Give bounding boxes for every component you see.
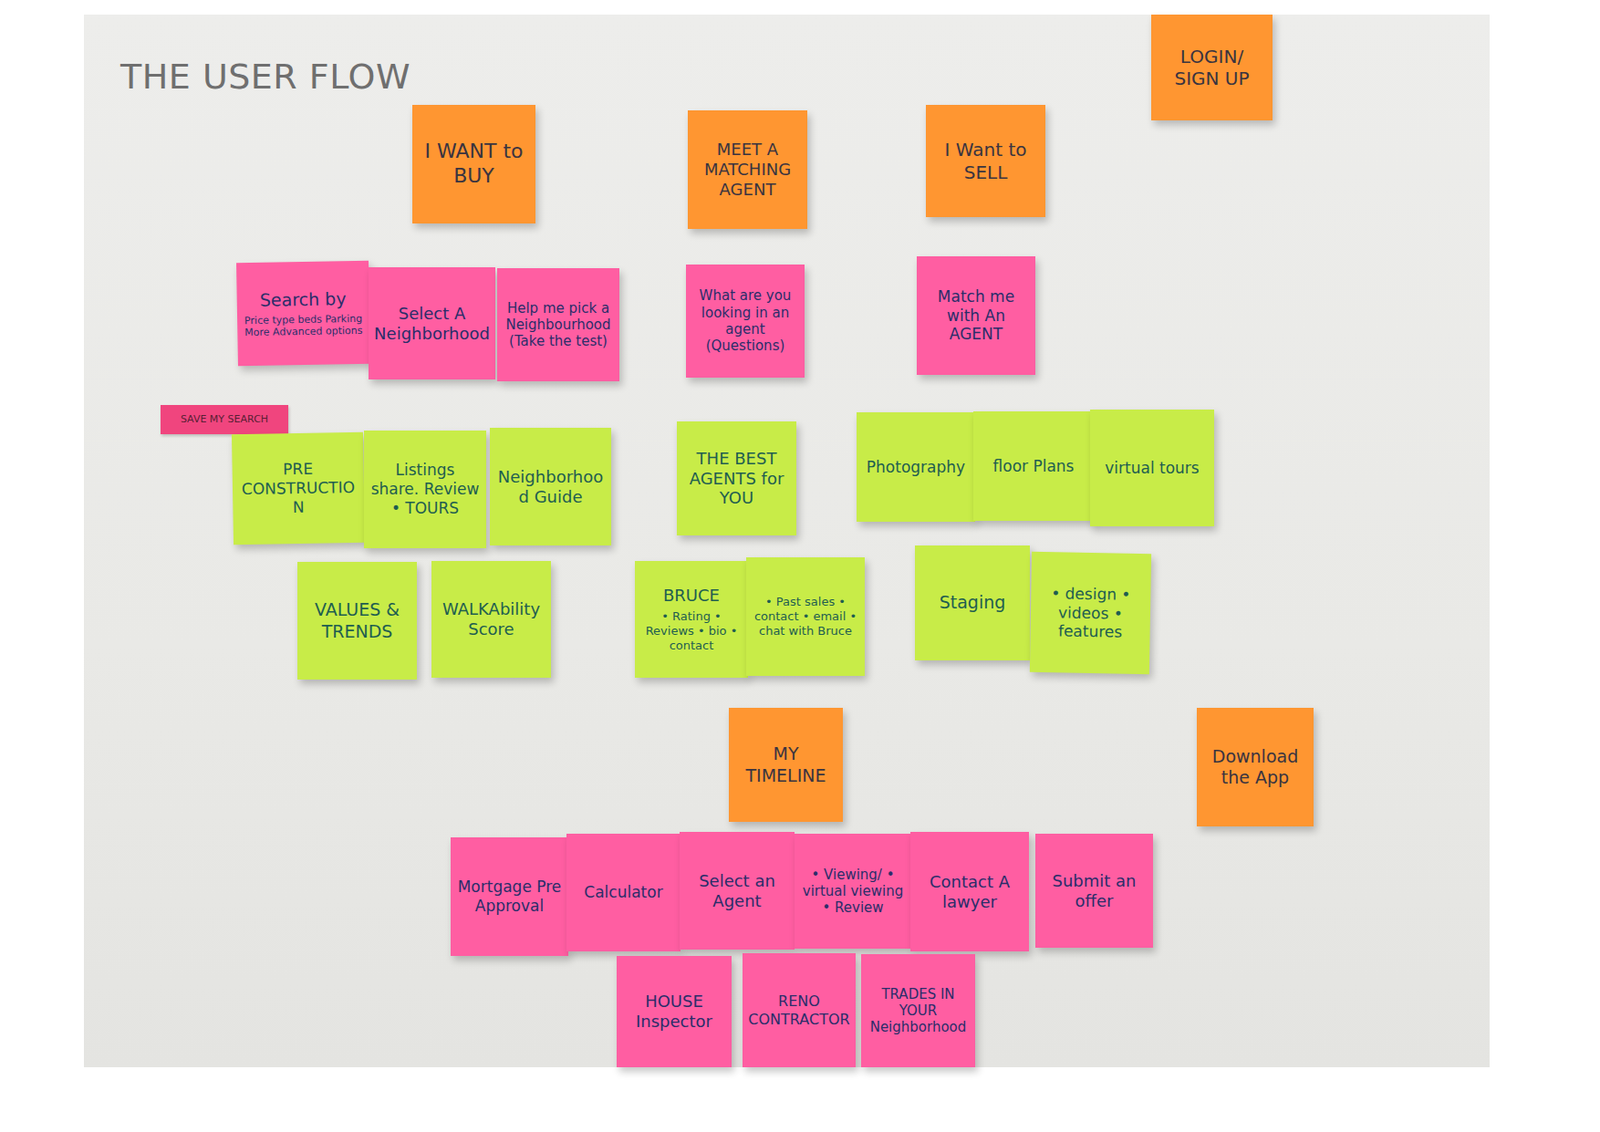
sticky-note: • design • videos • features [1029, 551, 1152, 675]
note-text: Contact A lawyer [915, 872, 1024, 913]
sticky-note: Mortgage Pre Approval [450, 837, 569, 956]
note-text: Help me pick a Neighbourhood (Take the t… [502, 300, 614, 351]
sticky-note: Help me pick a Neighbourhood (Take the t… [497, 268, 620, 382]
note-text: HOUSE Inspector [622, 991, 727, 1032]
note-text: MY TIMELINE [734, 743, 838, 786]
sticky-note: RENO CONTRACTOR [742, 953, 856, 1068]
sticky-note: LOGIN/ SIGN UP [1151, 14, 1273, 121]
sticky-note: HOUSE Inspector [616, 955, 732, 1068]
note-text: Match me with An AGENT [922, 287, 1030, 344]
sticky-note: Listings share. Review • TOURS [363, 430, 487, 549]
sticky-note: MY TIMELINE [728, 707, 843, 822]
note-text: WALKAbility Score [436, 599, 546, 640]
note-text: Neighborhood Guide [495, 467, 606, 508]
sticky-note: PRE CONSTRUCTION [231, 432, 365, 545]
note-detail: • Rating • Reviews • bio • contact [640, 609, 743, 654]
note-text: Listings share. Review • TOURS [369, 460, 481, 518]
note-text: Mortgage Pre Approval [456, 877, 563, 915]
note-text: Select A Neighborhood [374, 303, 490, 344]
note-text: TRADES IN YOUR Neighborhood [866, 986, 970, 1037]
sticky-note: virtual tours [1090, 409, 1215, 527]
note-text: Staging [939, 592, 1007, 613]
note-text: LOGIN/ SIGN UP [1156, 45, 1268, 91]
sticky-note: I Want to SELL [925, 104, 1046, 218]
note-text: • Viewing/ • virtual viewing • Review [800, 866, 906, 917]
sticky-note: Photography [856, 412, 976, 522]
note-text: THE BEST AGENTS for YOU [682, 448, 791, 510]
sticky-note: BRUCE • Rating • Reviews • bio • contact [634, 561, 749, 678]
note-text: MEET A MATCHING AGENT [693, 139, 802, 200]
diagram-title: THE USER FLOW [120, 56, 411, 97]
note-text: PRE CONSTRUCTION [237, 458, 359, 518]
note-text: SAVE MY SEARCH [180, 413, 269, 426]
note-text: Submit an offer [1040, 871, 1148, 912]
note-text: RENO CONTRACTOR [748, 992, 851, 1029]
sticky-note: • Viewing/ • virtual viewing • Review [794, 833, 912, 949]
note-text: I WANT to BUY [417, 139, 530, 189]
note-text: BRUCE [663, 585, 720, 606]
sticky-note: Contact A lawyer [910, 831, 1029, 952]
note-text: virtual tours [1104, 458, 1199, 478]
sticky-note: • Past sales • contact • email • chat wi… [746, 557, 865, 676]
sticky-note: Submit an offer [1035, 833, 1154, 948]
sticky-note: Download the App [1196, 707, 1314, 827]
sticky-note: Staging [914, 545, 1030, 661]
note-text: • Past sales • contact • email • chat wi… [751, 594, 860, 639]
sticky-note: Select an Agent [679, 831, 795, 950]
sticky-note: TRADES IN YOUR Neighborhood [861, 954, 976, 1068]
note-text: Download the App [1202, 746, 1309, 789]
note-detail: Price type beds Parking More Advanced op… [242, 312, 364, 340]
note-text: I Want to SELL [931, 138, 1040, 184]
sticky-note: VALUES & TRENDS [297, 561, 417, 680]
note-text: Photography [866, 457, 966, 478]
sticky-note: WALKAbility Score [431, 561, 551, 678]
sticky-note: What are you looking in an agent (Questi… [685, 264, 805, 378]
sticky-note: THE BEST AGENTS for YOU [676, 421, 797, 536]
sticky-note: I WANT to BUY [412, 104, 536, 224]
note-text: floor Plans [993, 457, 1075, 477]
note-text: Select an Agent [685, 871, 790, 912]
sticky-note: floor Plans [973, 411, 1094, 521]
note-text: VALUES & TRENDS [302, 599, 412, 642]
sticky-strip: SAVE MY SEARCH [160, 405, 289, 435]
sticky-note: Neighborhood Guide [489, 427, 612, 546]
sticky-note: Select A Neighborhood [368, 267, 496, 380]
sticky-note: Search byPrice type beds Parking More Ad… [236, 260, 371, 367]
sticky-note: Calculator [566, 833, 681, 952]
sticky-note: Match me with An AGENT [916, 256, 1036, 375]
note-text: • design • videos • features [1035, 583, 1145, 643]
note-text: Search by [259, 288, 347, 312]
sticky-note: MEET A MATCHING AGENT [687, 110, 808, 229]
note-text: Calculator [583, 883, 663, 903]
note-text: What are you looking in an agent (Questi… [691, 287, 800, 354]
